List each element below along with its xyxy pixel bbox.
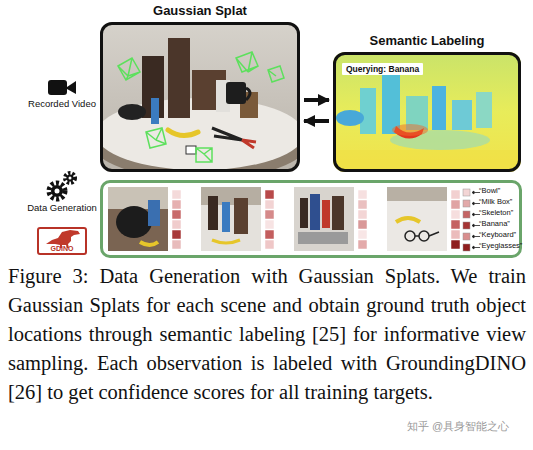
node-text: “Banana” [479,219,510,229]
node-text: Semantic Labeling [306,33,533,48]
image-panel: Gaussian Splat [100,22,300,172]
image-panel: Semantic LabelingQuerying: Banana [333,52,521,172]
query-tag: Querying: Banana [342,63,423,75]
watermark: 知乎 @具身智能之心 [388,420,528,433]
camera-icon [48,80,76,95]
data-panel: “Bowl”“Milk Box”“Skeleton”“Banana”“Keybo… [100,180,522,258]
gears-icon [49,173,75,199]
node-text: “Eyeglasses” [479,241,522,251]
node-text: Gaussian Splat [73,3,327,18]
score-columns [172,190,460,249]
heatmap [333,52,521,172]
icon-label: Data Generation [24,203,100,214]
node-text: GDINO [39,244,85,253]
node-text: “Milk Box” [479,197,512,207]
target-markers [463,189,480,251]
observation-thumbnails [108,187,447,251]
node-text: “Bowl” [479,186,500,196]
figure-caption: Figure 3: Data Generation with Gaussian … [8,262,526,407]
connector-arrow [304,119,329,123]
icon-label: Recorded Video [24,99,100,110]
node-text: Querying: Banana [346,64,419,74]
model-badge: GDINO [37,227,87,255]
node-text: “Keyboard” [479,230,516,240]
node-text: “Skeleton” [479,208,513,218]
splat-photo [100,22,300,172]
connector-arrow [304,98,329,102]
